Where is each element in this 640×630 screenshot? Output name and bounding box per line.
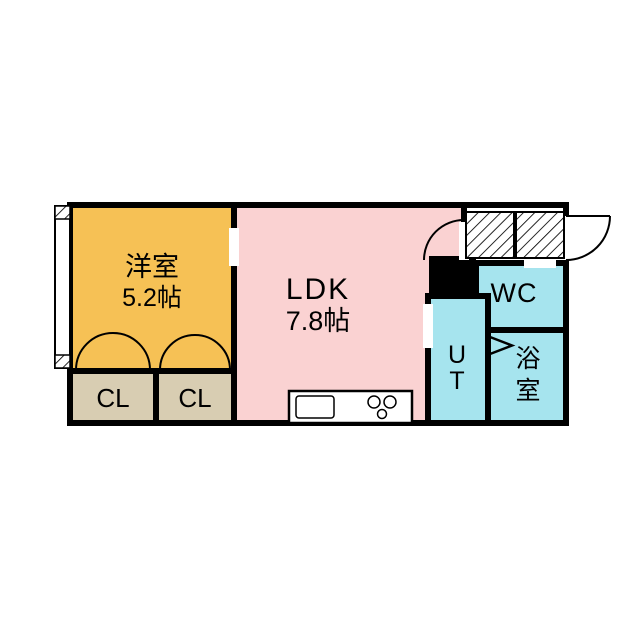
opening-western-ldk <box>229 228 239 266</box>
labels-layer: 洋室 5.2帖 LDK 7.8帖 CL CL WC U T 浴 室 <box>96 252 540 413</box>
stove-burner-3 <box>376 408 388 420</box>
closet-right-door-arc-b <box>194 334 231 371</box>
closet-left-room <box>67 368 159 426</box>
entrance-cabinets <box>465 211 565 259</box>
stove-burner-2 <box>383 395 397 409</box>
closet-right-room <box>153 368 237 426</box>
kitchen-sink <box>295 395 335 419</box>
opening-entrance <box>561 216 571 260</box>
western-room-size: 5.2帖 <box>122 284 182 312</box>
rooms-layer <box>67 202 569 426</box>
window-end-hatch-top <box>54 205 71 220</box>
openings-layer <box>229 216 571 348</box>
window-end-hatch-bottom <box>54 354 71 369</box>
closet-left-door-arc-b <box>112 332 151 371</box>
window-left <box>54 205 71 369</box>
window-frame <box>54 205 71 369</box>
shoe-cabinet-left <box>465 211 515 259</box>
western-room-name: 洋室 <box>125 252 179 282</box>
shoe-cabinet-right <box>515 211 565 259</box>
opening-hall-wc <box>524 258 556 268</box>
stove-burner-1 <box>367 395 381 409</box>
bathroom-fold-door <box>489 335 516 356</box>
ldk-size: 7.8帖 <box>286 306 351 336</box>
door-symbols <box>75 215 611 371</box>
opening-ldk-utility <box>423 304 433 348</box>
bathroom-label-char-2: 室 <box>515 377 540 405</box>
entrance-door-arc <box>565 215 611 261</box>
utility-label-char-2: T <box>449 367 464 395</box>
closet-right-door-arc-a <box>159 334 196 371</box>
closet-left-door-arc-a <box>75 332 114 371</box>
closet-right-label: CL <box>178 383 211 413</box>
ldk-name: LDK <box>286 273 350 306</box>
kitchen-unit <box>287 389 414 425</box>
wall-block <box>429 256 476 298</box>
bathroom-room <box>485 327 569 426</box>
hall-ldk-door-arc <box>423 219 465 261</box>
opening-hall-ldk <box>459 222 469 260</box>
wc-label: WC <box>491 278 538 308</box>
bathroom-label-char-1: 浴 <box>515 345 540 373</box>
utility-label-char-1: U <box>448 341 466 369</box>
closet-left-label: CL <box>96 383 129 413</box>
